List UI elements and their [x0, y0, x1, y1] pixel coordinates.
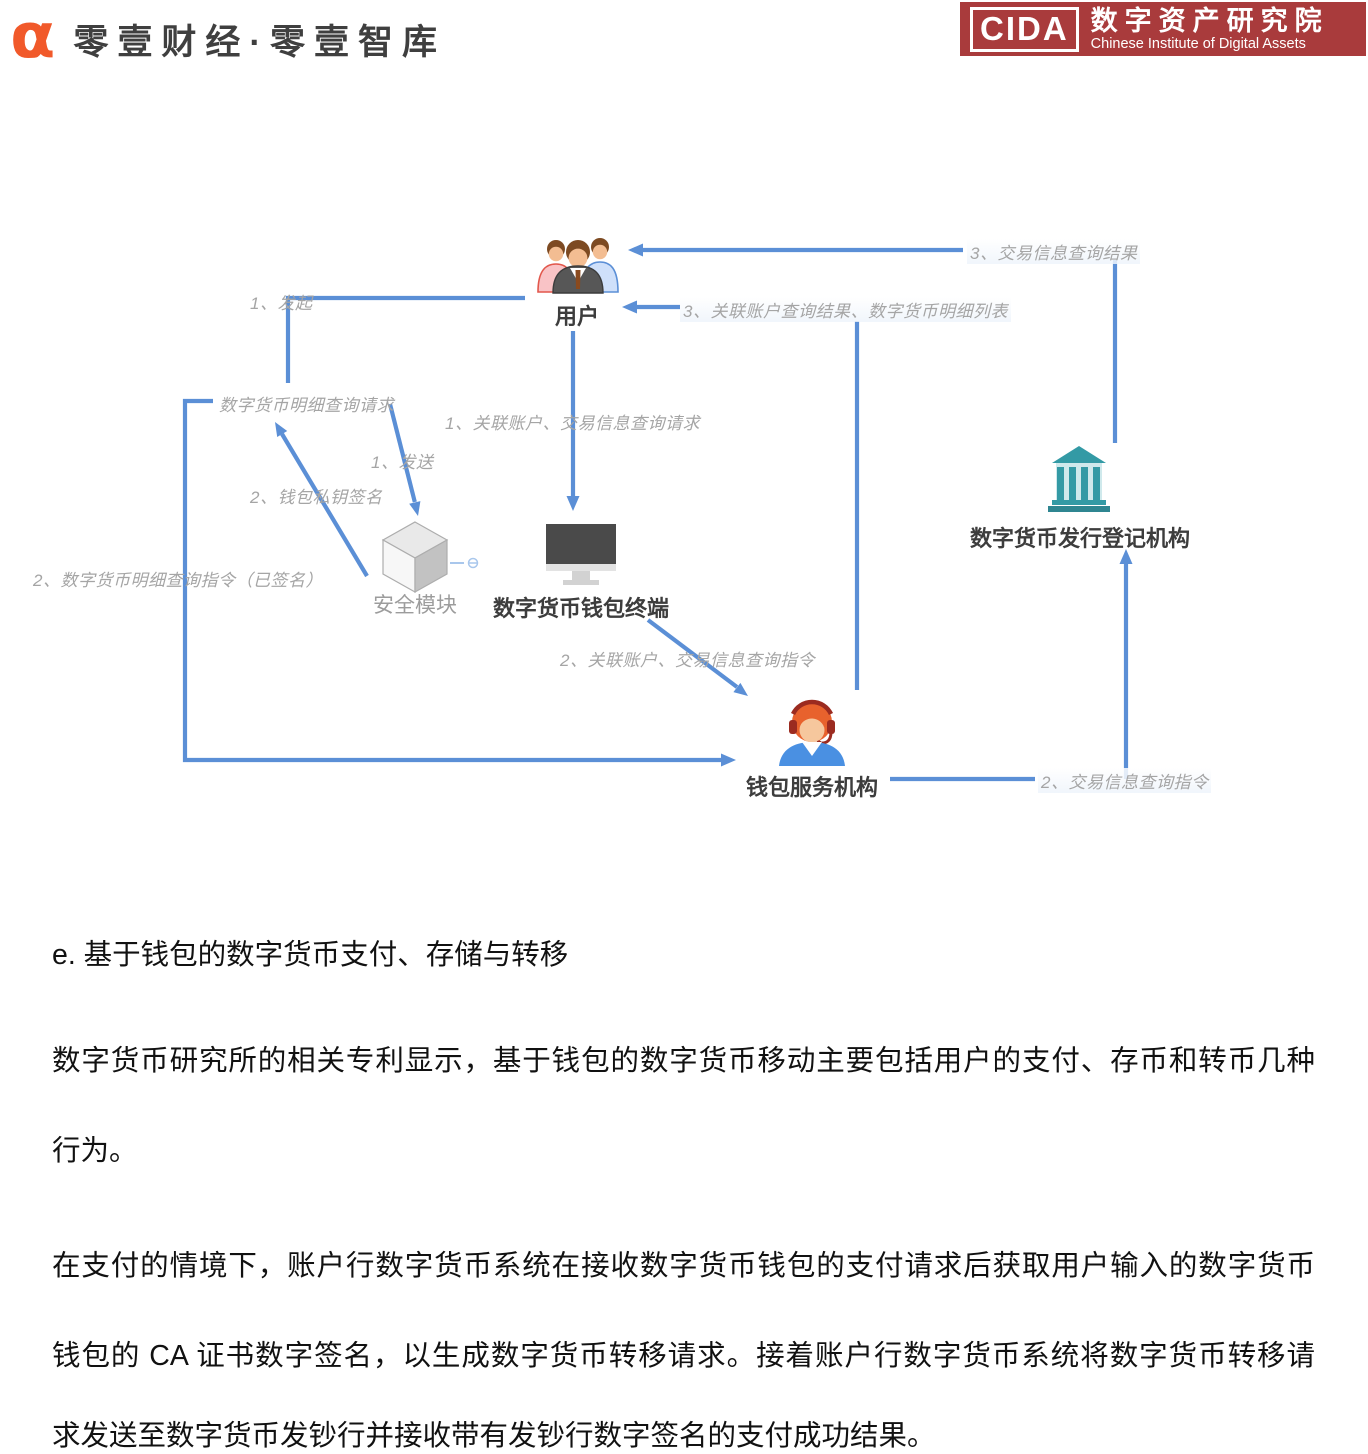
edge-label-private-key-sign: 2、钱包私钥签名 — [250, 488, 383, 507]
arrowhead — [566, 496, 580, 511]
paragraph-line: 数字货币研究所的相关专利显示，基于钱包的数字货币移动主要包括用户的支付、存币和转… — [52, 1045, 1315, 1077]
paragraph-line: 钱包的 CA 证书数字签名，以生成数字货币转移请求。接着账户行数字货币系统将数字… — [52, 1340, 1315, 1372]
edge-label-account-request: 1、关联账户、交易信息查询请求 — [445, 414, 700, 433]
edge-label-account-cmd: 2、关联账户、交易信息查询指令 — [560, 651, 815, 670]
arrowhead — [1119, 549, 1133, 564]
section-heading: e. 基于钱包的数字货币支付、存储与转移 — [52, 939, 569, 971]
arrowhead — [409, 501, 421, 516]
paragraph-line: 行为。 — [52, 1135, 138, 1167]
connector-anchor-icon — [450, 557, 479, 569]
edge-send-line — [387, 403, 417, 503]
edge-label-account-result: 3、关联账户查询结果、数字货币明细列表 — [680, 297, 1011, 322]
cube-icon — [381, 521, 449, 594]
edge-signed-cmd-line — [182, 398, 722, 763]
edge-account-result-line — [636, 304, 860, 690]
paragraph-line: 求发送至数字货币发钞行并接收带有发钞行数字签名的支付成功结果。 — [52, 1420, 936, 1452]
brand-logo: α 零壹财经·零壹智库 — [10, 0, 446, 72]
edge-label-detail-query-request: 数字货币明细查询请求 — [219, 396, 394, 415]
edge-label-send: 1、发送 — [371, 453, 434, 472]
edge-tx-result-line — [642, 247, 1118, 443]
edge-label-tx-cmd: 2、交易信息查询指令 — [1038, 768, 1212, 793]
node-label-user: 用户 — [555, 304, 600, 329]
users-group-icon — [537, 238, 619, 294]
monitor-icon — [546, 524, 616, 585]
brand-name: 零壹财经·零壹智库 — [73, 23, 446, 62]
node-label-wallet-service: 钱包服务机构 — [746, 775, 879, 800]
edge-label-signed-cmd: 2、数字货币明细查询指令（已签名） — [33, 571, 323, 590]
node-label-issuing-registry: 数字货币发行登记机构 — [970, 526, 1191, 551]
edge-label-tx-result: 3、交易信息查询结果 — [967, 239, 1141, 264]
institute-banner: CIDA 数字资产研究院 Chinese Institute of Digita… — [960, 2, 1366, 56]
edge-sign-line — [280, 432, 369, 578]
support-agent-icon — [779, 699, 845, 766]
flow-diagram — [182, 238, 1133, 782]
institute-name-en: Chinese Institute of Digital Assets — [1090, 35, 1306, 52]
node-label-wallet-terminal: 数字货币钱包终端 — [493, 596, 670, 621]
edge-label-initiate: 1、发起 — [250, 294, 313, 313]
arrowhead — [721, 753, 736, 767]
arrowhead — [733, 682, 748, 696]
edge-initiate-line — [285, 295, 525, 383]
arrowhead — [622, 300, 637, 314]
alpha-logo-icon: α — [10, 0, 56, 72]
arrowhead — [628, 243, 643, 257]
edge-account-cmd-line — [646, 618, 739, 689]
node-label-security-module: 安全模块 — [373, 594, 457, 617]
arrowhead — [275, 422, 288, 437]
institute-name-cn: 数字资产研究院 — [1090, 5, 1329, 36]
paragraph-line: 在支付的情境下，账户行数字货币系统在接收数字货币钱包的支付请求后获取用户输入的数… — [52, 1250, 1315, 1282]
bank-icon — [1048, 446, 1110, 512]
cida-logo: CIDA — [970, 6, 1079, 52]
